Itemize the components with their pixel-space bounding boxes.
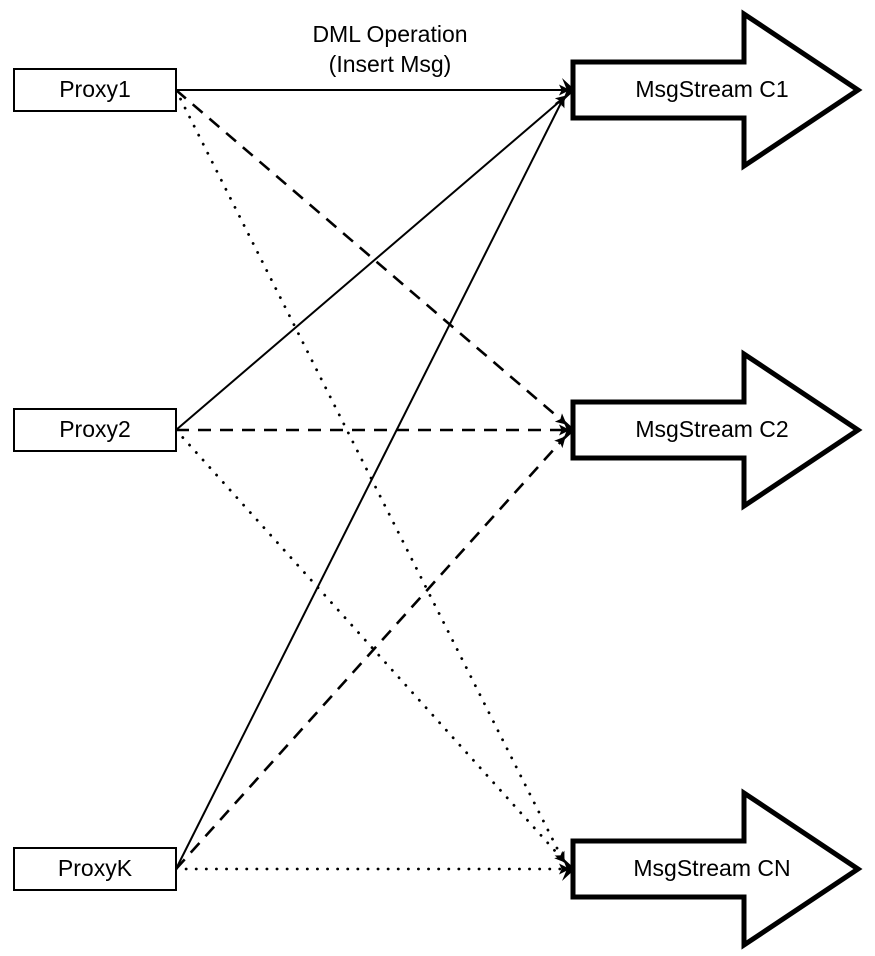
stream-c2-arrow-shape <box>570 349 863 511</box>
connector-proxy2-to-stream-cn[interactable] <box>174 428 567 864</box>
connector-proxy2-to-stream-c1[interactable] <box>175 95 567 431</box>
node-proxyk-rect <box>13 847 177 891</box>
stream-c1-arrow-shape <box>570 9 863 171</box>
node-proxy1[interactable]: Proxy1 <box>13 68 177 112</box>
node-stream-c1[interactable]: MsgStream C1 <box>570 9 863 171</box>
target-nodes: MsgStream C1 MsgStream C2 MsgStream CN <box>570 9 863 950</box>
stream-cn-label: MsgStream CN <box>633 855 790 881</box>
node-proxyk[interactable]: ProxyK <box>13 847 177 891</box>
arrowhead-cluster-cn <box>562 857 575 881</box>
edge-caption: DML Operation (Insert Msg) <box>312 21 467 77</box>
node-proxy2-rect <box>13 408 177 452</box>
connector-proxy1-to-stream-c2[interactable] <box>175 89 567 425</box>
stream-cn-arrow-shape <box>570 788 863 950</box>
node-proxy1-label: Proxy1 <box>59 76 131 102</box>
node-proxy2[interactable]: Proxy2 <box>13 408 177 452</box>
arrowhead-cluster-c1 <box>562 78 575 102</box>
node-stream-c2[interactable]: MsgStream C2 <box>570 349 863 511</box>
node-stream-cn[interactable]: MsgStream CN <box>570 788 863 950</box>
edge-caption-line1: DML Operation <box>312 21 467 47</box>
source-nodes: Proxy1 Proxy2 ProxyK <box>13 68 177 891</box>
connector-proxyk-to-stream-c1[interactable] <box>175 96 565 870</box>
edge-caption-line2: (Insert Msg) <box>329 51 452 77</box>
stream-c1-label: MsgStream C1 <box>635 76 788 102</box>
connector-proxy1-to-stream-cn[interactable] <box>174 88 566 864</box>
arrowhead-convergence-layer <box>562 78 575 881</box>
arrowhead-cluster-c2 <box>562 418 575 442</box>
node-proxy1-rect <box>13 68 177 112</box>
node-proxy2-label: Proxy2 <box>59 416 131 442</box>
stream-c2-label: MsgStream C2 <box>635 416 788 442</box>
connector-layer <box>174 84 571 875</box>
node-proxyk-label: ProxyK <box>58 855 133 881</box>
connector-proxyk-to-stream-c2[interactable] <box>175 436 566 870</box>
